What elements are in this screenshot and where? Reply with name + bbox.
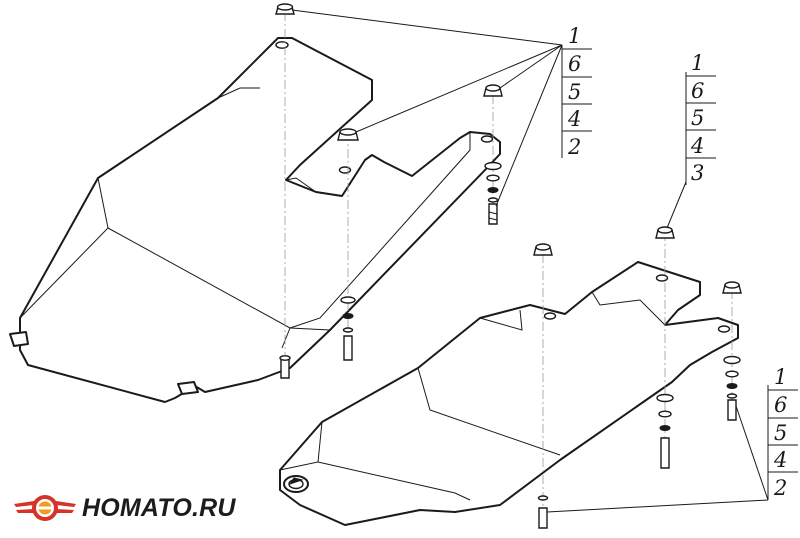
- leader-lines: [291, 9, 769, 513]
- nut-right-plate-left: [533, 243, 553, 256]
- bolt-right-plate-bottom: [537, 495, 549, 529]
- callout-label: 6: [691, 79, 704, 103]
- callout-label: 1: [774, 365, 787, 389]
- callout-label: 2: [567, 135, 581, 159]
- mount-tab: [9, 331, 29, 347]
- callout-label: 5: [774, 421, 787, 445]
- nut-right-plate-right: [722, 281, 742, 294]
- callout-label: 2: [773, 476, 787, 500]
- callout-label: 6: [774, 393, 787, 417]
- callout-group-c: 1 6 5 4 2: [767, 365, 798, 500]
- washer-stack-left-center: [340, 296, 356, 361]
- right-skid-plate: [279, 261, 739, 526]
- callout-label: 1: [568, 24, 581, 48]
- logo-text: HOMATO.RU: [82, 493, 236, 522]
- callout-label: 5: [568, 80, 581, 104]
- callout-label: 4: [773, 448, 787, 472]
- fastener-stack-left-middle: [337, 84, 503, 141]
- nut-top-left: [275, 3, 295, 15]
- mount-tab: [177, 381, 199, 395]
- washer-stack-right-right: [723, 355, 741, 421]
- callout-label: 1: [691, 51, 704, 75]
- callout-label: 4: [690, 134, 704, 158]
- winged-wheel-icon: [14, 495, 76, 521]
- washer-stack-left-right: [484, 161, 502, 225]
- callout-group-a: 1 6 5 4 2: [561, 24, 592, 159]
- left-skid-plate: [9, 37, 501, 403]
- brand-logo[interactable]: HOMATO.RU: [12, 486, 236, 530]
- callout-label: 6: [568, 52, 581, 76]
- nut-right-plate-top: [655, 226, 675, 239]
- callout-label: 4: [567, 107, 581, 131]
- callout-label: 5: [691, 106, 704, 130]
- callout-group-b: 1 6 5 4 3: [685, 51, 716, 185]
- washer-stack-right-center: [656, 393, 674, 469]
- bolt-left-plate: [279, 355, 291, 379]
- callout-label: 3: [691, 161, 704, 185]
